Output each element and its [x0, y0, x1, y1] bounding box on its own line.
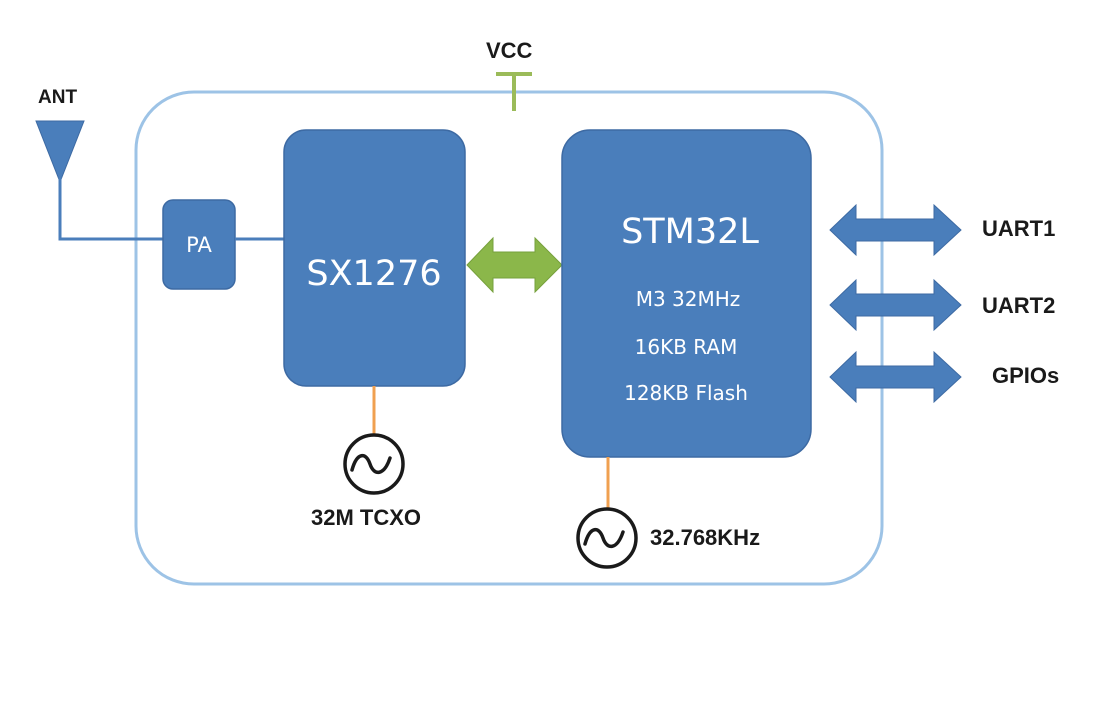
pa-block — [162, 199, 236, 290]
gpios-arrow — [829, 350, 962, 404]
uart1-label: UART1 — [982, 216, 1055, 241]
spec-flash: 128KB Flash — [624, 381, 748, 405]
spec-ram: 16KB RAM — [635, 335, 738, 359]
spec-cpu: M3 32MHz — [636, 287, 741, 311]
pa-label: PA — [186, 233, 212, 257]
antenna-icon — [35, 120, 166, 241]
module-outline — [134, 90, 884, 586]
gpios-label: GPIOs — [992, 363, 1059, 388]
uart2-arrow — [829, 278, 962, 332]
oscillator-icon — [343, 433, 405, 495]
stm32l-block — [561, 129, 812, 458]
uart2-label: UART2 — [982, 293, 1055, 318]
oscillator-icon — [576, 507, 638, 569]
stm32l-label: STM32L — [621, 212, 759, 252]
vcc-label: VCC — [486, 38, 533, 63]
spi-bus-arrow — [466, 236, 563, 294]
uart1-arrow — [829, 203, 962, 257]
sx1276-label: SX1276 — [306, 254, 441, 294]
rtc-crystal-label: 32.768KHz — [650, 525, 760, 550]
ant-label: ANT — [38, 87, 77, 108]
vcc-connector — [496, 72, 532, 111]
tcxo-label: 32M TCXO — [311, 505, 421, 530]
